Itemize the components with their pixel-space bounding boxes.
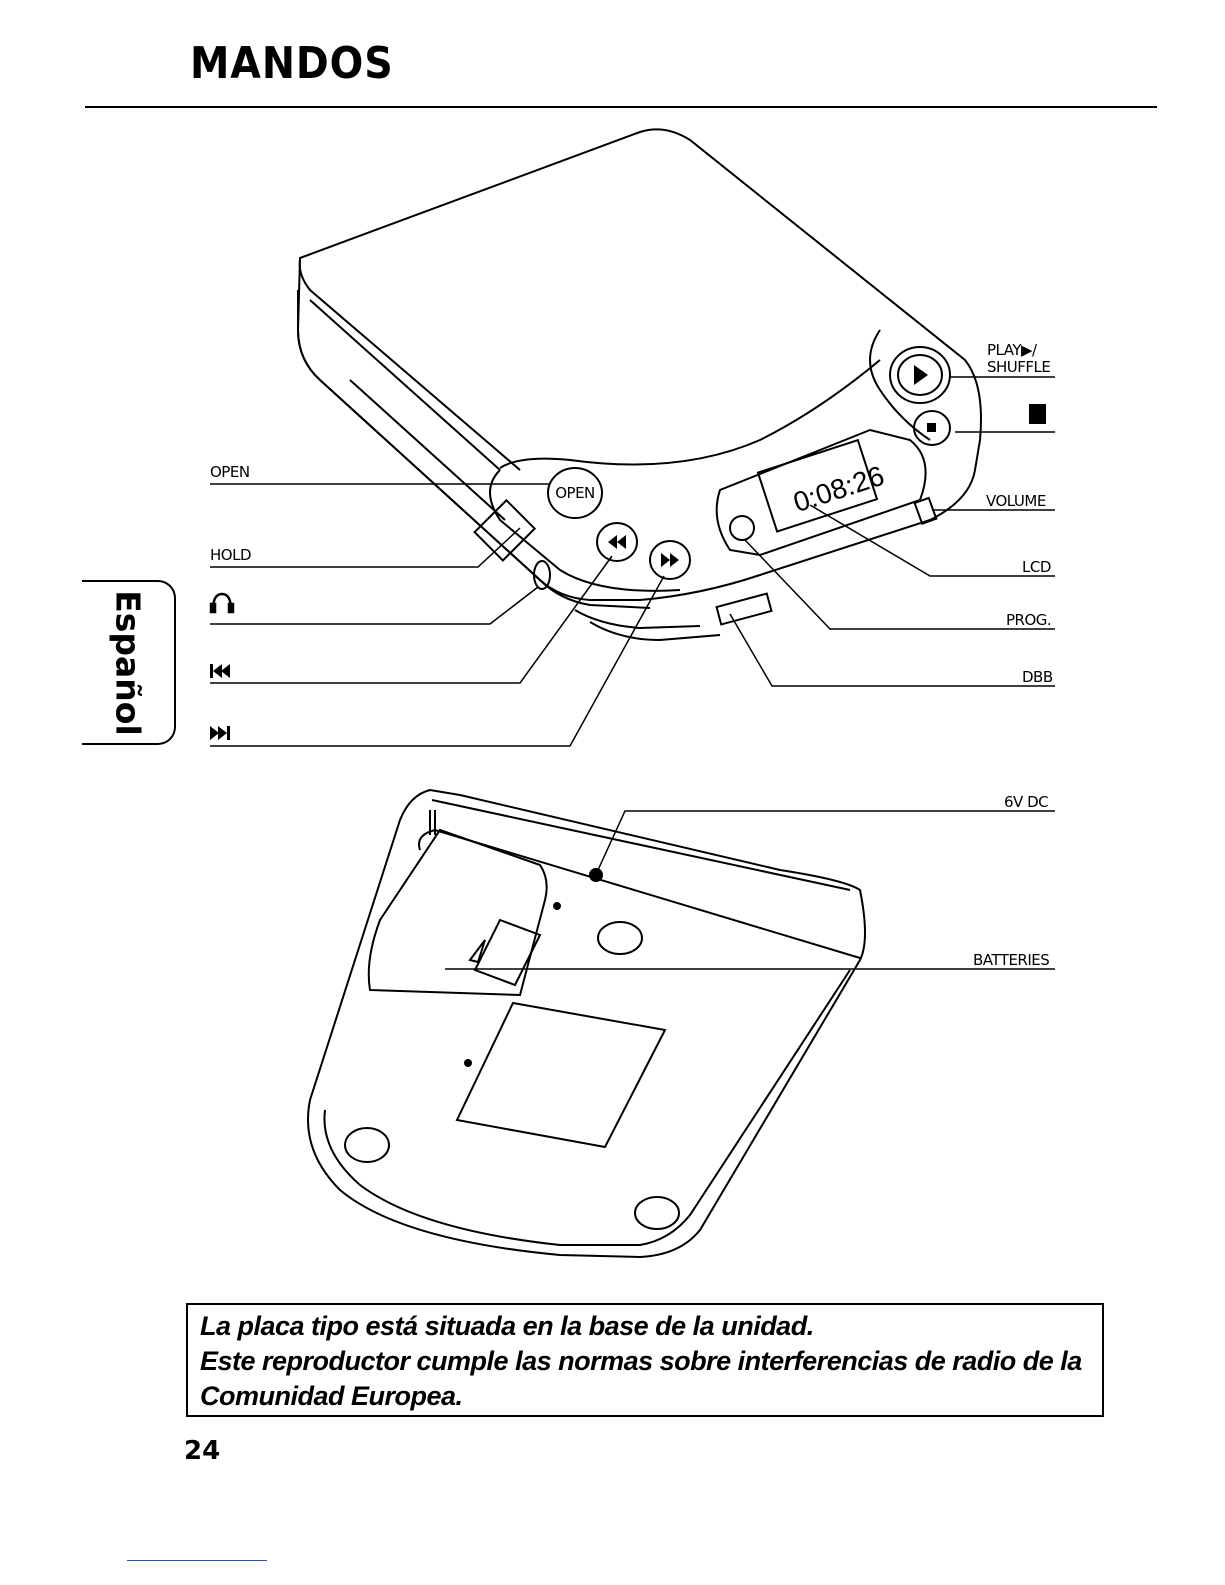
label-dc-in: 6V DC <box>1004 793 1048 811</box>
stop-icon <box>1029 404 1046 424</box>
lcd-readout: 0:08:26 <box>789 460 887 518</box>
label-play-line2: SHUFFLE <box>987 358 1050 376</box>
skip-previous-icon <box>210 664 230 678</box>
info-box: La placa tipo está situada en la base de… <box>186 1303 1104 1417</box>
label-hold: HOLD <box>210 546 251 564</box>
info-line-1: La placa tipo está situada en la base de… <box>200 1309 1090 1344</box>
label-lcd: LCD <box>1022 558 1051 576</box>
label-batteries: BATTERIES <box>973 951 1049 969</box>
info-line-2: Este reproductor cumple las normas sobre… <box>200 1344 1090 1379</box>
label-prog: PROG. <box>1006 611 1051 629</box>
label-open: OPEN <box>210 463 250 481</box>
label-volume: VOLUME <box>986 492 1046 510</box>
label-play-line1: PLAY▶/ <box>987 341 1038 359</box>
page-number: 24 <box>184 1436 220 1466</box>
label-dbb: DBB <box>1022 668 1053 686</box>
top-leader-lines <box>210 377 1055 746</box>
cd-player-bottom-view <box>308 790 865 1257</box>
bottom-leader-lines <box>445 811 1055 969</box>
skip-next-icon <box>210 726 230 740</box>
open-button-text: OPEN <box>555 484 595 502</box>
cd-player-top-view: OPEN 0:08:26 <box>298 129 981 640</box>
scan-artifact-line <box>127 1560 267 1561</box>
info-line-3: Comunidad Europea. <box>200 1379 1090 1414</box>
headphones-icon <box>211 594 233 612</box>
